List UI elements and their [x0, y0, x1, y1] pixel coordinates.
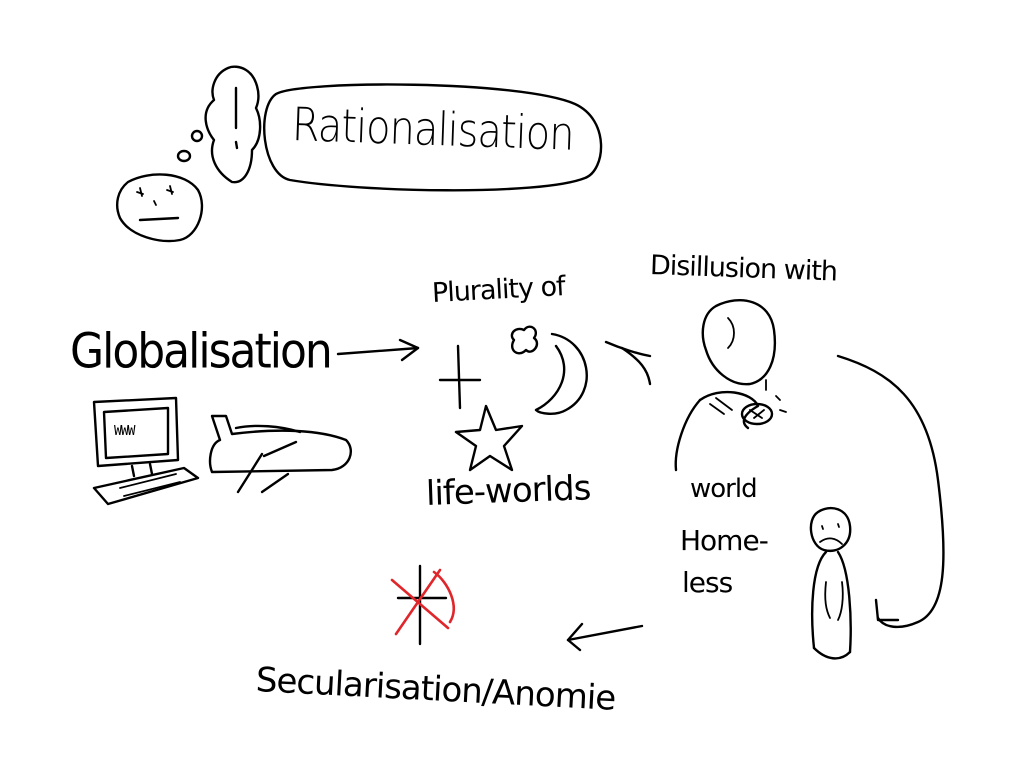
monitor-screen-label: WWW [114, 424, 136, 439]
arrow-disillusion-to-homeless [836, 354, 945, 629]
thinking-face-icon [116, 173, 204, 243]
computer-icon [92, 396, 200, 506]
arrow-globalisation-to-plurality [336, 338, 420, 362]
globalisation-label: Globalisation [70, 323, 333, 380]
disillusion-with-label: Disillusion with [649, 250, 838, 288]
homeless-label-line1: Home- [680, 524, 769, 557]
airplane-icon [208, 414, 352, 494]
arrow-plurality-to-disillusion [604, 340, 652, 386]
exclamation-thought-icon [204, 65, 262, 184]
arrow-homeless-to-secularisation [566, 622, 644, 652]
plurality-symbols-icon [438, 325, 588, 472]
rationalisation-oval [263, 83, 603, 192]
life-worlds-label: life-worlds [425, 468, 591, 514]
world-label: world [690, 474, 758, 504]
homeless-label-line2: less [682, 566, 733, 599]
crossed-out-cross-icon [390, 564, 455, 646]
thought-bubbles-icon [176, 129, 204, 163]
disillusioned-figure-icon [674, 299, 787, 472]
rationalisation-label: Rationalisation [291, 98, 575, 162]
sad-homeless-figure-icon [809, 506, 852, 660]
